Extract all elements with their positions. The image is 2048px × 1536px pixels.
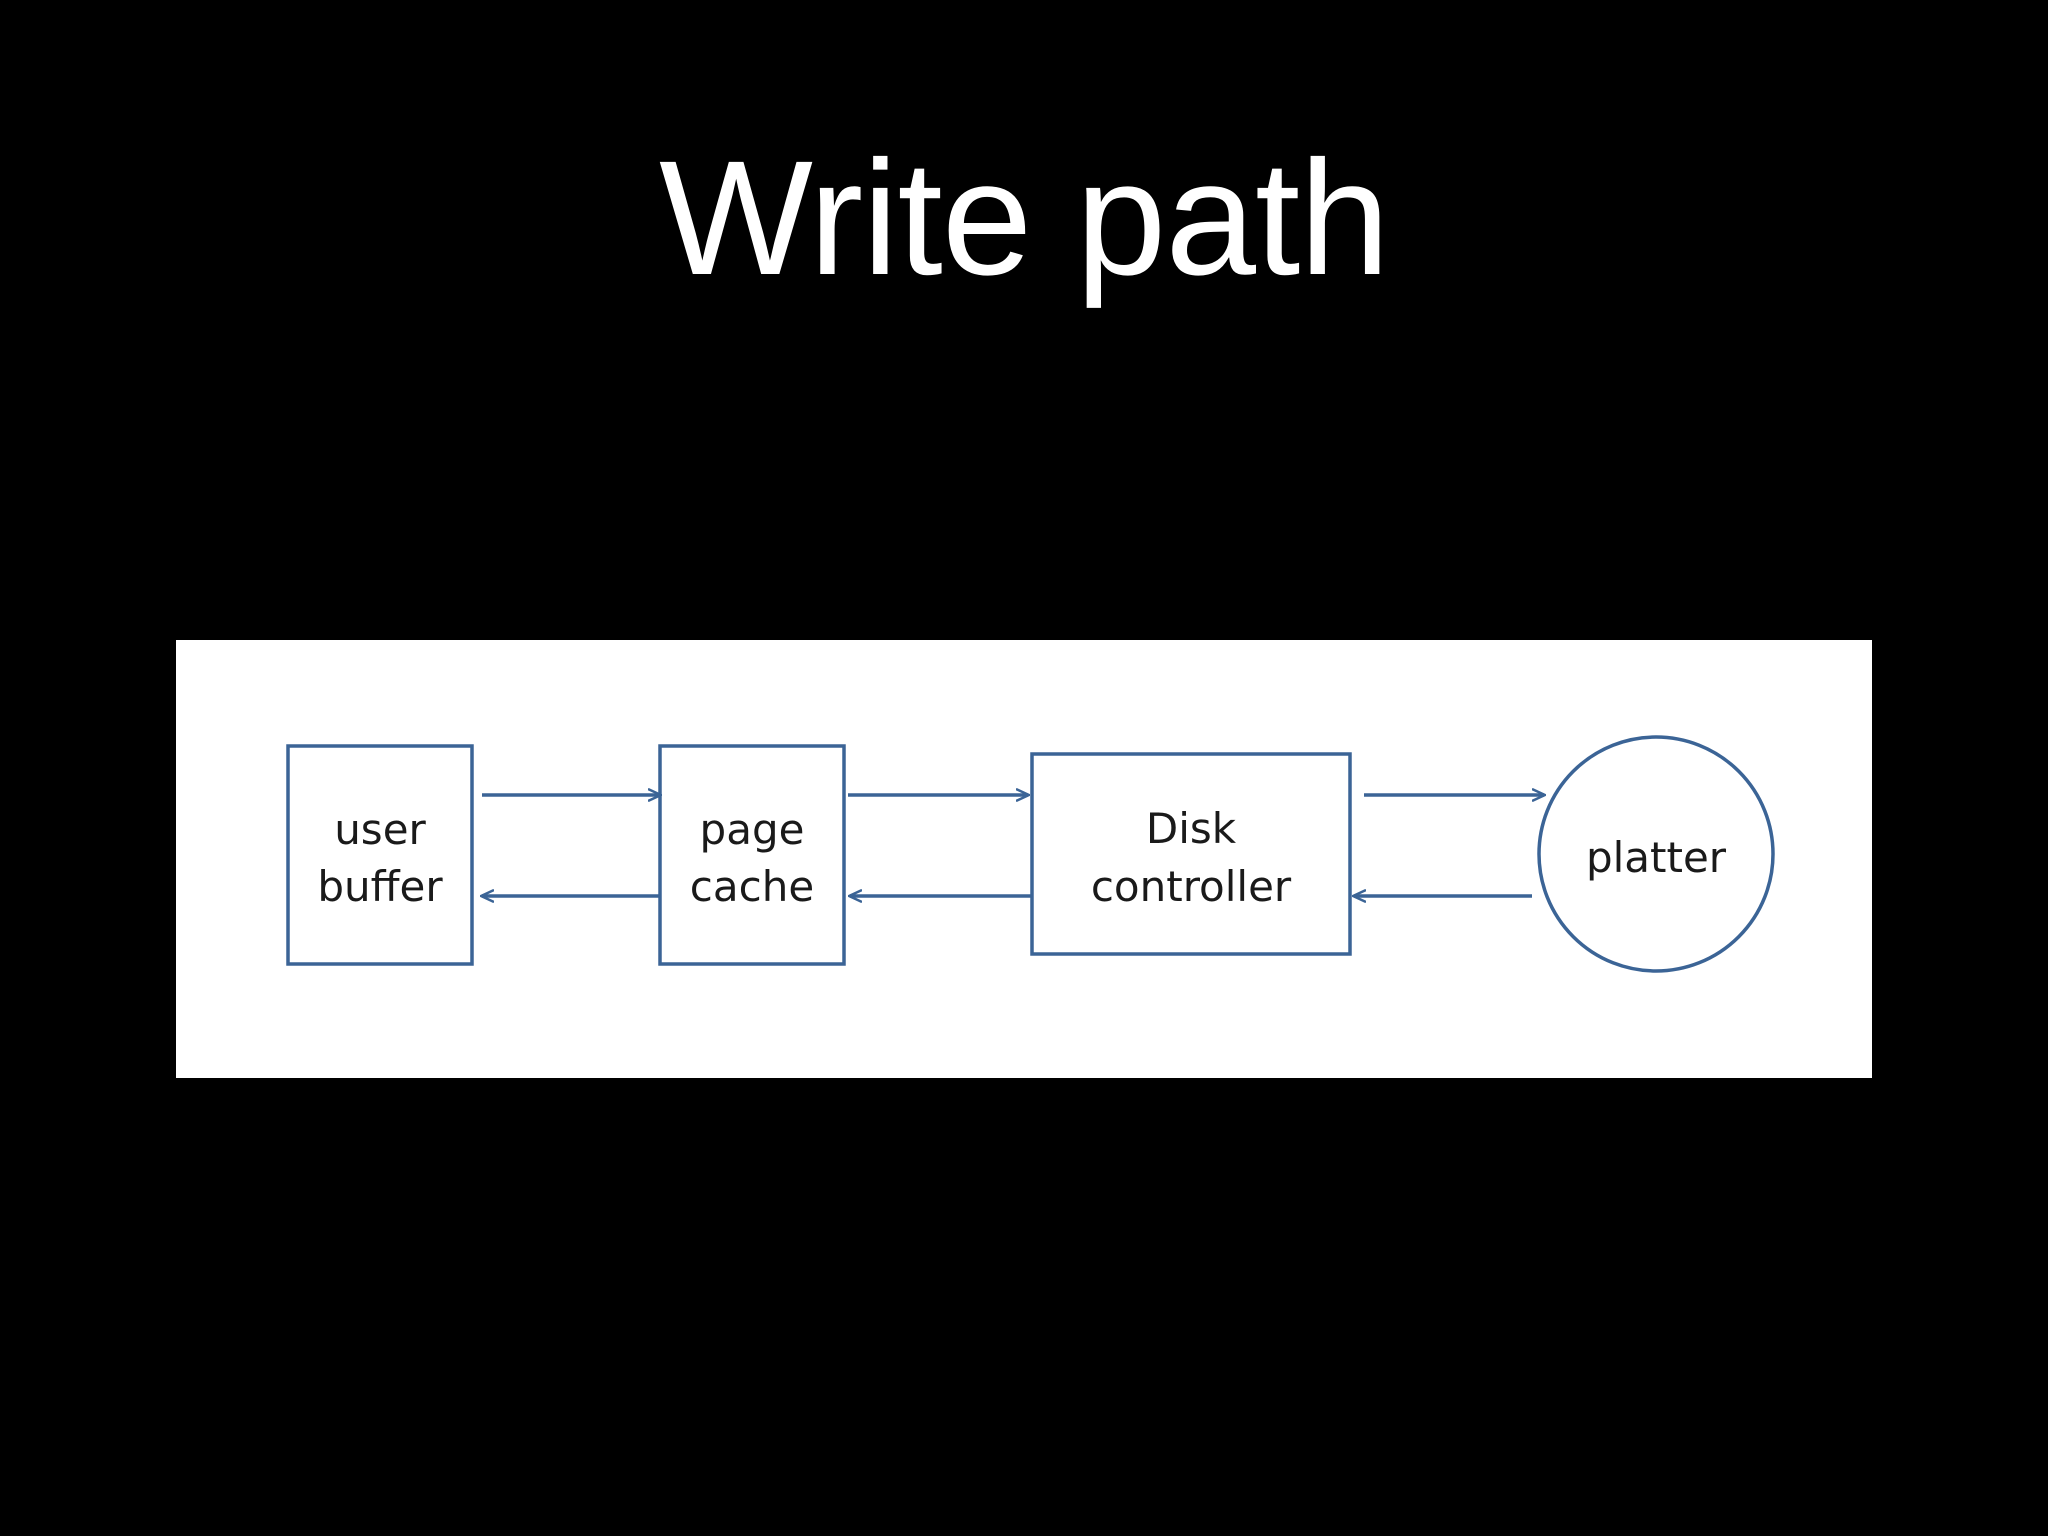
node-platter-label: platter [1586, 833, 1727, 882]
node-disk-controller-label-line1: Disk [1146, 804, 1237, 853]
node-user-buffer: user buffer [286, 744, 474, 966]
node-user-buffer-label-line2: buffer [317, 862, 443, 911]
node-platter-circle [1537, 735, 1775, 973]
node-page-cache: page cache [658, 744, 846, 966]
node-platter: platter [1537, 735, 1775, 973]
node-user-buffer-box [286, 744, 474, 966]
slide-title: Write path [659, 126, 1390, 309]
node-disk-controller-box [1030, 752, 1352, 956]
node-page-cache-label-line2: cache [690, 862, 814, 911]
node-disk-controller: Disk controller [1030, 752, 1352, 956]
diagram-panel: user buffer page cache Disk controller p… [176, 640, 1872, 1078]
node-user-buffer-label-line1: user [334, 805, 426, 854]
node-disk-controller-label-line2: controller [1091, 862, 1292, 911]
write-path-diagram: user buffer page cache Disk controller p… [286, 735, 1775, 973]
node-page-cache-box [658, 744, 846, 966]
node-page-cache-label-line1: page [700, 805, 805, 854]
